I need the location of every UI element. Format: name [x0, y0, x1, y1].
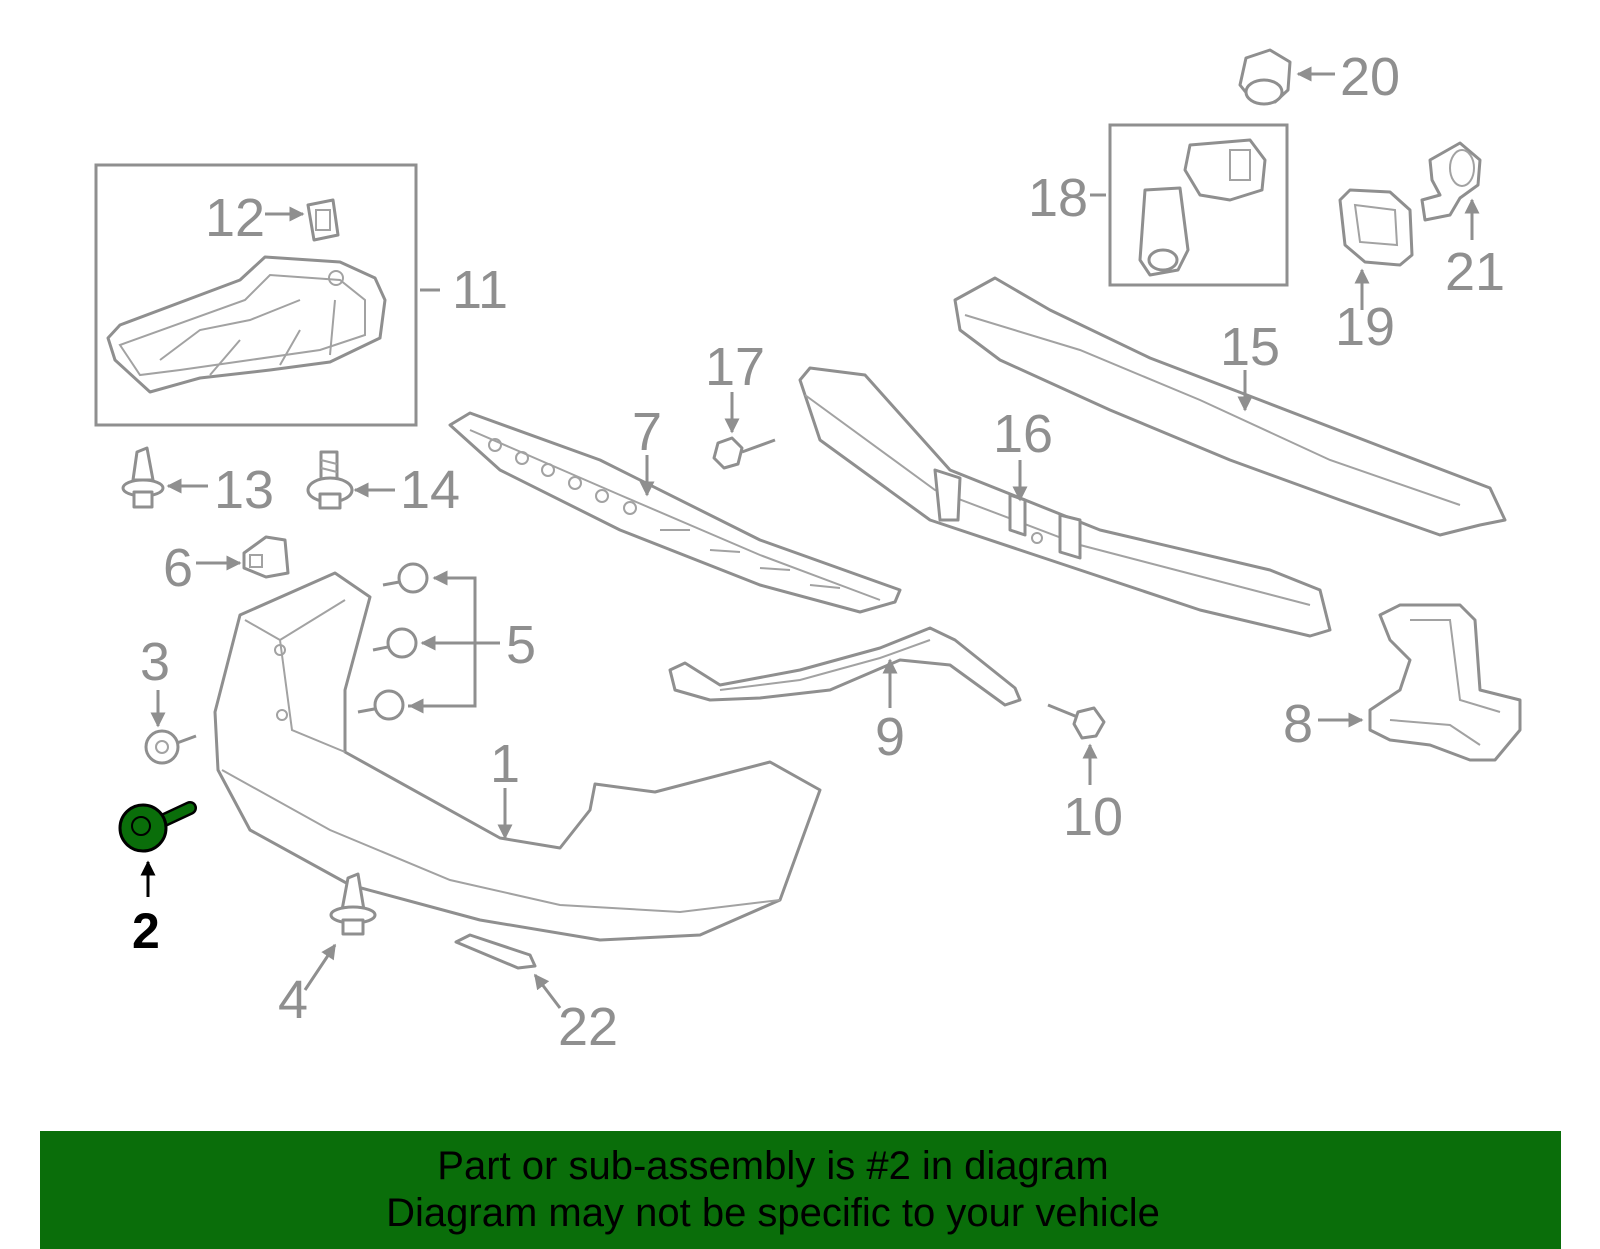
callout-11: 11 [452, 260, 508, 320]
callout-13: 13 [214, 460, 274, 520]
callout-20: 20 [1340, 47, 1400, 107]
part-15-foam-absorber [953, 276, 1507, 537]
banner-line-2: Diagram may not be specific to your vehi… [386, 1191, 1160, 1235]
callout-4: 4 [278, 970, 308, 1030]
part-12-clip [306, 198, 340, 242]
callout-3: 3 [140, 632, 170, 692]
part-13-push-clip [121, 446, 165, 509]
callout-6: 6 [163, 538, 193, 598]
callout-21: 21 [1445, 242, 1505, 302]
part-4-push-clip [329, 872, 377, 936]
callout-8: 8 [1283, 694, 1313, 754]
part-14-screw-grommet [306, 450, 354, 510]
callout-15: 15 [1220, 317, 1280, 377]
callout-5: 5 [506, 615, 536, 675]
part-16-reinforcement-beam [798, 366, 1332, 638]
part-9-bracket [668, 626, 1022, 707]
part-22-reflector [454, 933, 537, 970]
callout-14: 14 [400, 460, 460, 520]
callout-1: 1 [490, 734, 520, 794]
part-19-parking-sensor [1338, 188, 1414, 267]
part-11-under-cover [94, 163, 418, 427]
part-2-bolt-highlighted [118, 801, 197, 853]
part-18-sensor-kit [1108, 123, 1289, 287]
callout-17: 17 [705, 337, 765, 397]
banner-line-1: Part or sub-assembly is #2 in diagram [437, 1144, 1109, 1188]
part-5-screws [357, 562, 429, 721]
callout-9: 9 [875, 707, 905, 767]
callout-7: 7 [632, 402, 662, 462]
callout-22: 22 [558, 997, 618, 1057]
part-3-screw [144, 729, 197, 765]
info-banner: Part or sub-assembly is #2 in diagram Di… [40, 1131, 1561, 1249]
part-1-bumper-cover [213, 571, 822, 942]
callout-16: 16 [993, 404, 1053, 464]
part-17-bolt [712, 436, 776, 470]
part-10-bolt [1047, 703, 1106, 740]
callout-12: 12 [205, 188, 265, 248]
callout-19: 19 [1335, 297, 1395, 357]
part-6-clip-nut [242, 535, 290, 579]
callout-2: 2 [132, 903, 160, 959]
part-8-side-bracket [1368, 603, 1522, 762]
callout-10: 10 [1063, 787, 1123, 847]
part-7-energy-absorber [448, 411, 902, 614]
part-20-sensor-holder [1238, 48, 1292, 106]
callout-18: 18 [1028, 168, 1088, 228]
part-21-sensor-retainer [1420, 141, 1482, 222]
